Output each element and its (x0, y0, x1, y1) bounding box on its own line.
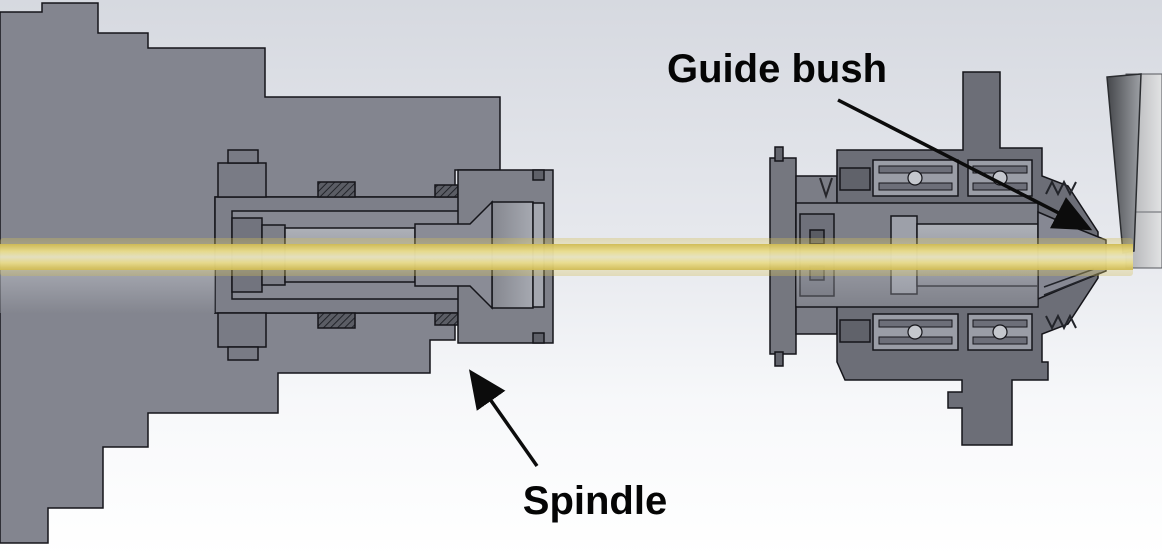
bar-stock-body (0, 244, 1133, 270)
cutting-tool (1106, 73, 1142, 254)
bearing (872, 313, 959, 351)
guide-bush-flange-pin-bottom (774, 351, 784, 367)
bar-stock (0, 238, 1133, 276)
spindle-arrow (468, 369, 539, 468)
bearing (872, 159, 959, 197)
bearing (967, 313, 1033, 351)
guide-bush-assembly (769, 71, 1107, 446)
spring-zigzag (1045, 179, 1077, 197)
bearing (967, 159, 1033, 197)
guide-bush-flange-pin-top (774, 146, 784, 162)
spindle-clamp-block-top-step (227, 149, 259, 164)
spindle-clamp-block-bottom-step (227, 346, 259, 361)
threaded-ring (317, 312, 356, 329)
spindle-cap-notch-top (532, 169, 545, 181)
spindle-label: Spindle (523, 479, 667, 523)
threaded-ring (434, 184, 459, 198)
guide-bush-slit (1043, 272, 1101, 296)
bearing-spacer (839, 167, 871, 191)
flange-v-notch (819, 177, 833, 200)
cutting-tool-group (1106, 73, 1162, 269)
spindle-cap-notch-bottom (532, 332, 545, 344)
spring-zigzag (1045, 313, 1077, 331)
spindle-clamp-block-bottom (217, 312, 267, 348)
bearing-spacer (839, 319, 871, 343)
spindle-clamp-block-top (217, 162, 267, 198)
threaded-ring (434, 312, 459, 326)
guide-bush-label: Guide bush (667, 47, 887, 91)
threaded-ring (317, 181, 356, 198)
guide-bush-arrow (837, 98, 1093, 231)
